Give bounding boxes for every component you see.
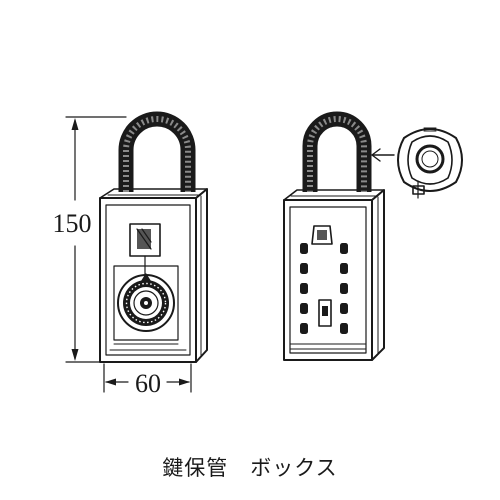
detail-arrow-icon: [371, 148, 395, 162]
loop-detail: [371, 127, 463, 199]
shackle-left: [118, 111, 196, 192]
height-dimension: 150: [53, 116, 127, 363]
slide-switch: [318, 299, 332, 327]
width-dimension: 60: [103, 363, 192, 398]
figure-caption: 鍵保管 ボックス: [162, 456, 338, 480]
push-buttons: [300, 243, 348, 334]
combination-dial: [117, 273, 175, 332]
dial-lock-box: [99, 111, 208, 363]
shackle-right: [302, 111, 372, 192]
release-latch-right: [311, 225, 333, 245]
width-dimension-label: 60: [135, 369, 161, 398]
height-dimension-label: 150: [53, 209, 92, 238]
pushbutton-lock-box: [283, 111, 385, 361]
